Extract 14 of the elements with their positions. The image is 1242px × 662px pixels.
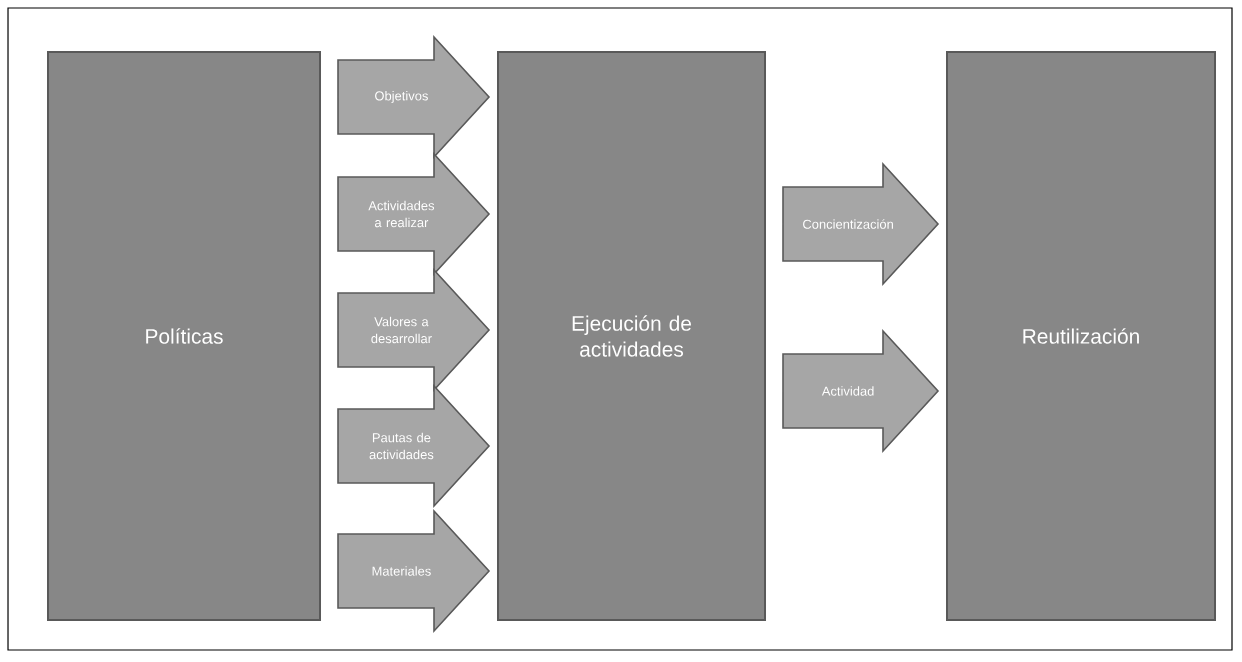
edge-label: Valores a desarrollar bbox=[371, 316, 432, 344]
block-arrow bbox=[782, 161, 940, 287]
edge-label: Actividad bbox=[821, 386, 874, 396]
process-box: Reutilización bbox=[946, 51, 1216, 621]
edge-label: Pautas de actividades bbox=[369, 432, 434, 460]
edge-label: Objetivos bbox=[375, 90, 428, 104]
edge-label: Materiales bbox=[372, 566, 431, 576]
edge-label: Concientización bbox=[803, 219, 893, 229]
edge-label: Actividades a realizar bbox=[368, 200, 435, 228]
process-box: Ejecución de actividades bbox=[497, 51, 766, 621]
block-arrow bbox=[337, 508, 491, 634]
process-box: Políticas bbox=[47, 51, 321, 621]
block-arrow bbox=[782, 328, 940, 454]
block-arrow bbox=[337, 383, 491, 509]
